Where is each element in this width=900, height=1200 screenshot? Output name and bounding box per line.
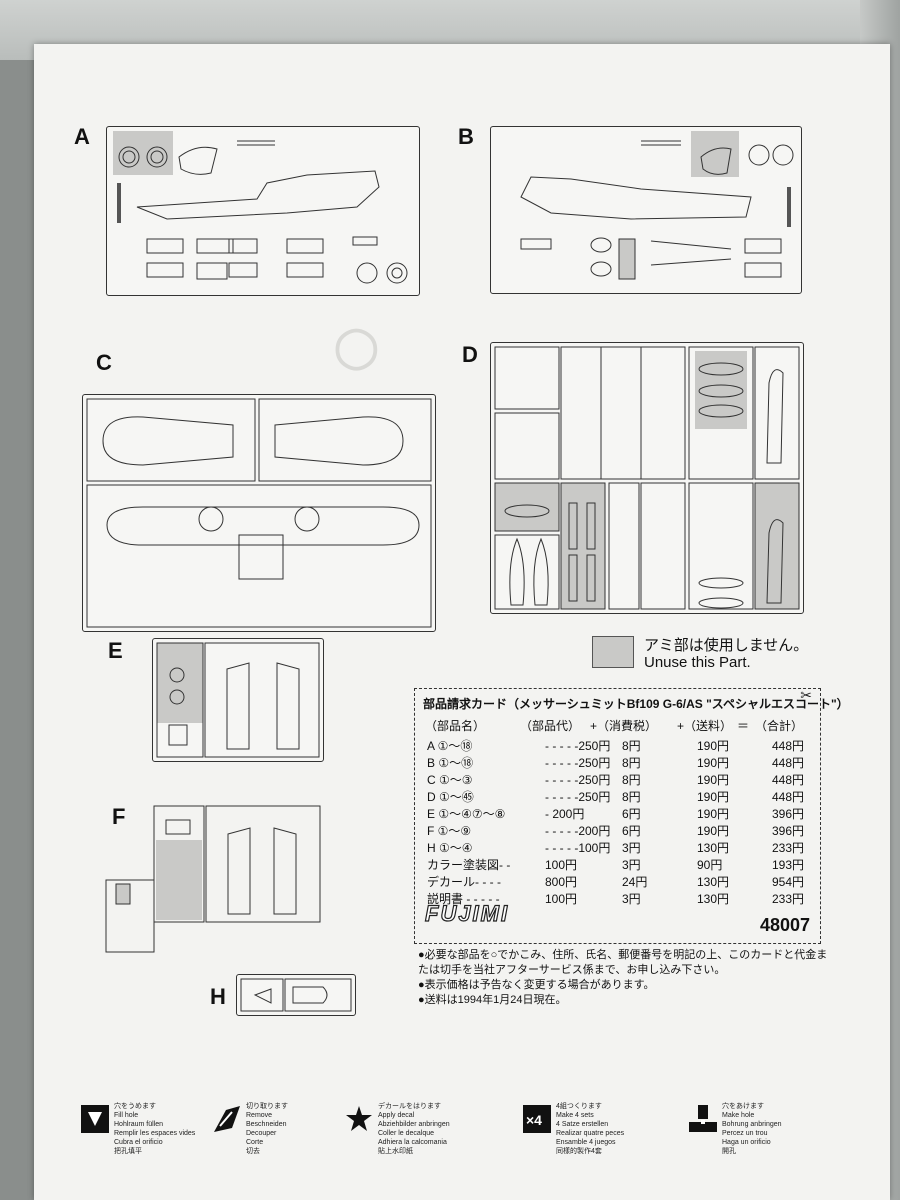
make-four-sets-icon: ×4 [522, 1104, 552, 1134]
sprue-f [104, 804, 322, 956]
unuse-text-en: Unuse this Part. [644, 654, 751, 671]
sprue-d-drawing [494, 346, 800, 610]
note-line: ●送料は1994年1月24日現在。 [418, 994, 567, 1006]
header-ship: +（送料） [677, 719, 733, 733]
make-hole-icon [688, 1104, 718, 1134]
svg-text:×4: ×4 [526, 1112, 542, 1128]
sprue-b [490, 126, 802, 294]
sprue-c [82, 394, 436, 632]
header-total: ＝ （合計） [737, 719, 804, 733]
unuse-swatch [592, 636, 634, 668]
sprue-h [236, 974, 356, 1016]
fill-hole-icon [80, 1104, 110, 1134]
header-tax: +（消費税） [590, 719, 658, 733]
note-line: ●必要な部品を○でかこみ、住所、氏名、郵便番号を明記の上、このカードと代金または… [418, 949, 828, 976]
section-a-letter: A [74, 124, 90, 149]
header-price: （部品代） [520, 719, 581, 733]
sprue-b-drawing [520, 131, 794, 280]
bleed-through: ◯ [334, 325, 379, 369]
instruction-sheet: ◯ A B [34, 44, 890, 1200]
section-f-letter: F [112, 804, 126, 829]
order-notes: ●必要な部品を○でかこみ、住所、氏名、郵便番号を明記の上、このカードと代金または… [418, 948, 828, 1008]
unuse-text-jp: アミ部は使用しません。 [644, 637, 809, 654]
scissors-icon: ✂ [800, 687, 812, 703]
sprue-a [106, 126, 420, 296]
remove-icon [212, 1104, 242, 1134]
sprue-e [152, 638, 324, 762]
sprue-h-drawing [240, 978, 352, 1012]
sprue-f-drawing [105, 805, 321, 953]
sprue-d [490, 342, 804, 614]
note-line: ●表示価格は予告なく変更する場合があります。 [418, 979, 655, 991]
header-name: （部品名） [425, 719, 486, 733]
apply-decal-icon [344, 1104, 374, 1134]
sprue-a-drawing [113, 131, 408, 284]
order-card-title: 部品請求カード（メッサーシュミットBf109 G-6/AS "スペシャルエスコー… [423, 697, 849, 711]
section-b-letter: B [458, 124, 474, 149]
product-code: 48007 [759, 915, 810, 935]
fujimi-logo: FUJIMI [424, 900, 510, 926]
section-c-letter: C [96, 350, 112, 375]
sprue-e-drawing [156, 642, 320, 758]
parts-order-card: ✂ 部品請求カード（メッサーシュミットBf109 G-6/AS "スペシャルエス… [414, 687, 849, 944]
section-d-letter: D [462, 342, 478, 367]
section-e-letter: E [108, 638, 123, 663]
sprue-c-drawing [86, 398, 432, 628]
section-h-letter: H [210, 984, 226, 1009]
